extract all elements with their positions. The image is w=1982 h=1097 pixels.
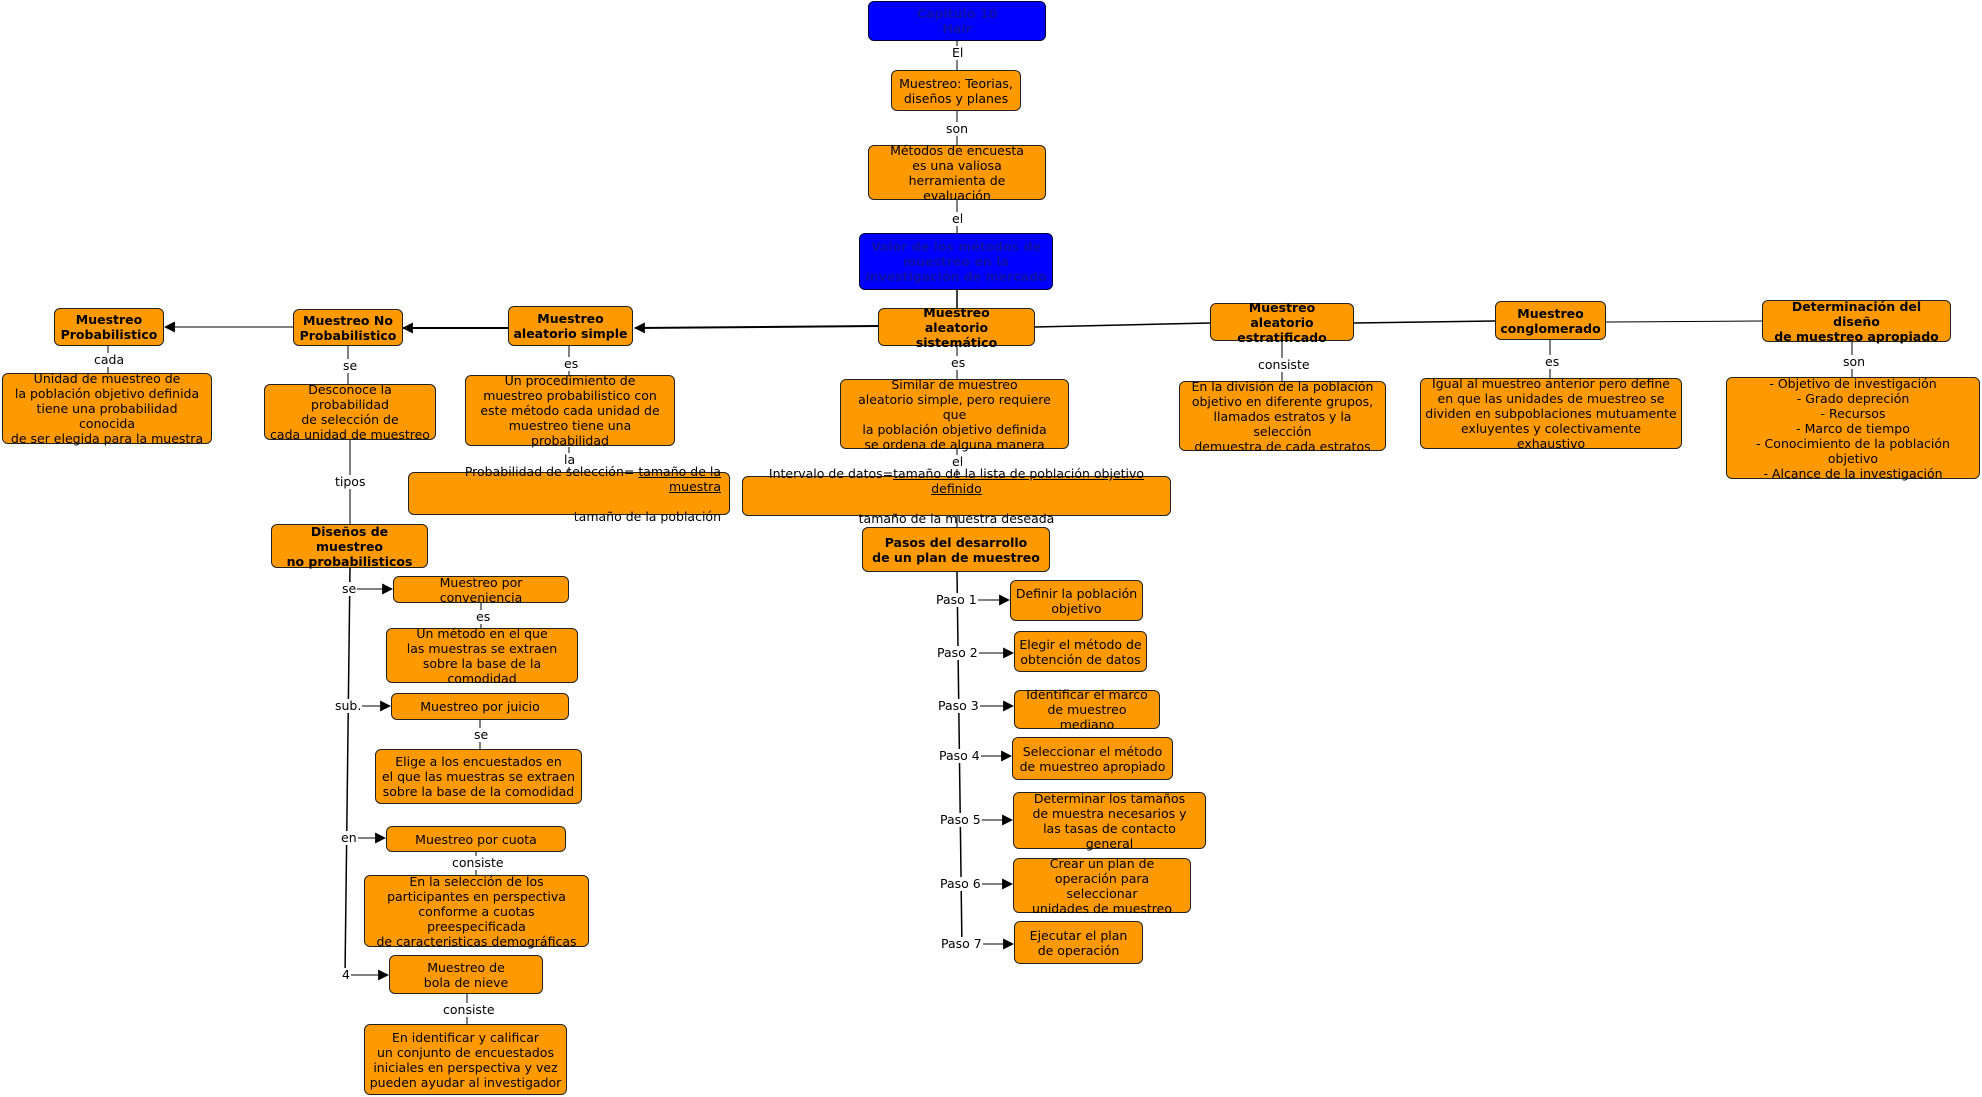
label-paso-2: Paso 2 <box>936 645 979 660</box>
node-desconoce-probabilidad[interactable]: Desconoce la probabilidad de selección d… <box>264 382 436 442</box>
link-sistematico-estratificado <box>1034 322 1211 328</box>
label-el-valor: el <box>951 211 965 226</box>
label-paso-1: Paso 1 <box>935 592 978 607</box>
label-tipos: tipos <box>334 474 367 489</box>
node-igual-muestreo[interactable]: Igual al muestreo anterior pero define e… <box>1420 376 1682 451</box>
label-es-conglomerado: es <box>1544 354 1561 369</box>
intervalo-formula-numerator: tamaño de la lista de población objetivo… <box>893 466 1145 496</box>
label-cada: cada <box>93 352 126 367</box>
node-paso2-descripcion[interactable]: Elegir el método de obtención de datos <box>1014 631 1147 672</box>
node-muestreo-juicio[interactable]: Muestreo por juicio <box>391 693 569 720</box>
label-es-sistematico: es <box>950 355 967 370</box>
node-paso7-descripcion[interactable]: Ejecutar el plan de operación <box>1014 921 1143 964</box>
node-cuota-descripcion[interactable]: En la selección de los participantes en … <box>364 874 589 949</box>
label-el-intervalo: el <box>951 454 965 469</box>
prob-formula-denominator: tamaño de la población <box>573 508 721 524</box>
node-pasos-plan[interactable]: Pasos del desarrollo de un plan de muest… <box>862 527 1050 572</box>
prob-formula-prefix: Probabilidad de selección= <box>464 463 639 479</box>
node-muestreo-cuota[interactable]: Muestreo por cuota <box>386 826 566 852</box>
label-paso-3: Paso 3 <box>937 698 980 713</box>
node-paso4-descripcion[interactable]: Seleccionar el método de muestreo apropi… <box>1012 737 1173 780</box>
node-probabilidad-seleccion[interactable]: Probabilidad de selección= tamaño de la … <box>408 464 730 524</box>
intervalo-formula-prefix: Intervalo de datos= <box>768 466 894 481</box>
node-muestreo-no-probabilistico[interactable]: Muestreo No Probabilistico <box>293 309 403 346</box>
node-intervalo-datos[interactable]: Intervalo de datos=tamaño de la lista de… <box>742 466 1171 526</box>
node-paso3-descripcion[interactable]: Identificar el marco de muestreo mediano <box>1014 687 1160 732</box>
label-en: en <box>340 830 358 845</box>
label-la: la <box>563 452 577 467</box>
label-paso-6: Paso 6 <box>939 876 982 891</box>
label-consiste-estratificado: consiste <box>1257 357 1311 372</box>
label-es-conveniencia: es <box>475 609 492 624</box>
label-se-conveniencia: se <box>341 581 358 596</box>
node-paso6-descripcion[interactable]: Crear un plan de operación para seleccio… <box>1013 856 1191 916</box>
label-son-criterios: son <box>1842 354 1867 369</box>
node-bola-nieve[interactable]: Muestreo de bola de nieve <box>389 955 543 994</box>
node-juicio-descripcion[interactable]: Elige a los encuestados en el que las mu… <box>375 749 582 804</box>
prob-formula-numerator: tamaño de la muestra <box>638 463 721 494</box>
label-sub: sub. <box>334 698 363 713</box>
node-metodos-encuesta[interactable]: Métodos de encuesta es una valiosa herra… <box>868 143 1046 203</box>
node-procedimiento-muestreo[interactable]: Un procedimiento de muestreo probabilist… <box>465 373 675 448</box>
node-aleatorio-simple[interactable]: Muestreo aleatorio simple <box>508 306 633 346</box>
node-criterios[interactable]: - Objetivo de investigación - Grado depr… <box>1726 376 1980 481</box>
node-conglomerado[interactable]: Muestreo conglomerado <box>1495 301 1606 340</box>
node-bola-nieve-descripcion[interactable]: En identificar y calificar un conjunto d… <box>364 1024 567 1095</box>
trunk-disenos <box>344 567 351 976</box>
node-similar-muestreo[interactable]: Similar de muestreo aleatorio simple, pe… <box>840 377 1069 452</box>
label-el: El <box>951 45 965 60</box>
link-sistematico-simple <box>633 322 879 334</box>
link-estratificado-conglomerado <box>1353 320 1496 324</box>
node-paso5-descripcion[interactable]: Determinar los tamaños de muestra necesa… <box>1013 791 1206 851</box>
label-consiste-cuota: consiste <box>451 855 505 870</box>
label-paso-5: Paso 5 <box>939 812 982 827</box>
label-cuatro: 4 <box>341 967 351 982</box>
node-division-poblacion[interactable]: En la división de la población objetivo … <box>1179 379 1386 454</box>
node-muestreo-teorias[interactable]: Muestreo: Teorias, diseños y planes <box>891 70 1021 111</box>
label-se-desconoce: se <box>342 358 359 373</box>
node-determinacion-diseno[interactable]: Determinación del diseño de muestreo apr… <box>1762 299 1951 344</box>
label-paso-4: Paso 4 <box>938 748 981 763</box>
node-aleatorio-sistematico[interactable]: Muestreo aleatorio sistemático <box>878 305 1035 350</box>
label-se-juicio: se <box>473 727 490 742</box>
node-muestreo-conveniencia[interactable]: Muestreo por conveniencia <box>393 575 569 605</box>
node-valor-metodos[interactable]: Valor de los métodos de muestreo en la i… <box>859 233 1053 290</box>
node-paso1-descripcion[interactable]: Definir la población objetivo <box>1010 580 1143 621</box>
node-capitulo[interactable]: Capitulo 10 Hair <box>868 1 1046 41</box>
intervalo-formula-denominator: tamaño de la muestra deseada <box>858 511 1055 526</box>
label-es-simple: es <box>563 356 580 371</box>
node-unidad-muestreo[interactable]: Unidad de muestreo de la población objet… <box>2 371 212 446</box>
link-conglomerado-determinacion <box>1605 320 1763 323</box>
label-consiste-bola: consiste <box>442 1002 496 1017</box>
node-conveniencia-descripcion[interactable]: Un método en el que las muestras se extr… <box>386 626 578 686</box>
node-disenos-no-probabilisticos[interactable]: Diseños de muestreo no probabilisticos <box>271 524 428 569</box>
node-muestreo-probabilistico[interactable]: Muestreo Probabilistico <box>54 308 164 346</box>
label-paso-7: Paso 7 <box>940 936 983 951</box>
label-son: son <box>945 121 970 136</box>
node-aleatorio-estratificado[interactable]: Muestreo aleatorio estratificado <box>1210 300 1354 345</box>
